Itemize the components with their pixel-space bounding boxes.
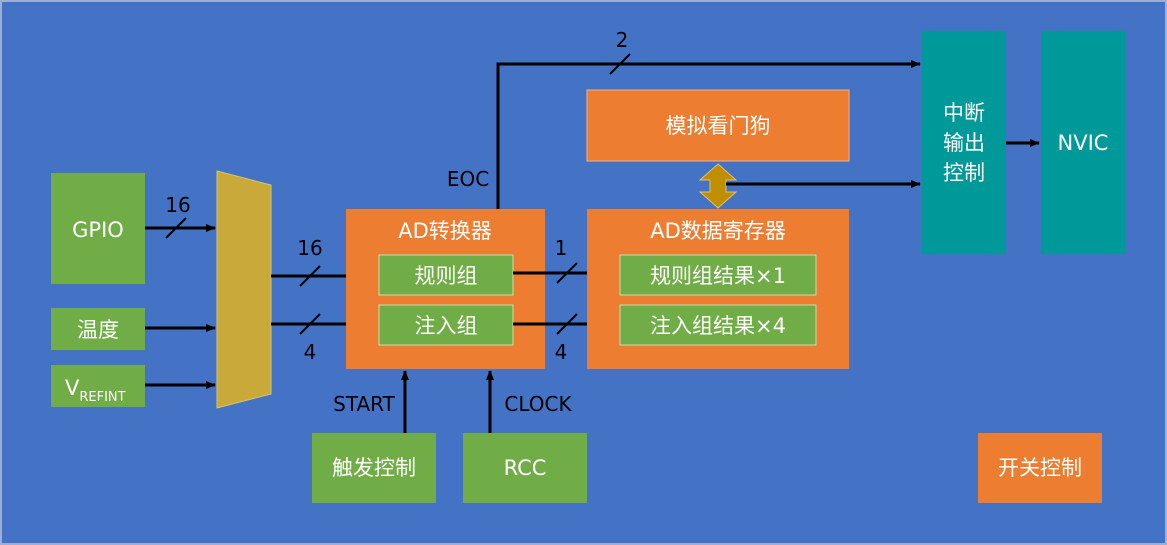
temperature-label: 温度	[77, 318, 119, 342]
regular-result-box	[619, 254, 817, 296]
injected-group-box	[378, 304, 514, 346]
regular-result-width: 1	[555, 236, 568, 260]
multiplexer	[216, 170, 272, 409]
analog-watchdog-label: 模拟看门狗	[666, 114, 771, 138]
interrupt-control-line3: 控制	[943, 161, 985, 185]
regular-result-label: 规则组结果×1	[650, 264, 786, 288]
gpio-box	[51, 173, 145, 284]
regular-group-box	[378, 254, 514, 296]
gpio-label: GPIO	[72, 218, 124, 242]
injected-group-label: 注入组	[415, 314, 478, 338]
eoc-width: 2	[616, 28, 629, 52]
rcc-label: RCC	[504, 456, 547, 480]
eoc-label: EOC	[447, 167, 489, 191]
bus-slash	[299, 313, 321, 335]
gpio-bus-width: 16	[165, 193, 190, 217]
bus-slash	[609, 53, 631, 75]
eoc-line	[496, 60, 921, 209]
injected-result-label: 注入组结果×4	[650, 314, 786, 338]
vrefint-box	[51, 365, 145, 407]
mux-injected-width: 4	[304, 340, 317, 364]
rcc-box	[463, 433, 587, 503]
switch-control-box	[978, 433, 1102, 503]
trigger-control-box	[312, 433, 436, 503]
interrupt-control-line1: 中断	[943, 101, 985, 125]
ad-data-register-title: AD数据寄存器	[650, 219, 786, 243]
vrefint-label: VREFINT	[65, 376, 126, 405]
bus-slash	[299, 265, 321, 287]
bus-slash	[556, 262, 578, 284]
start-label: START	[333, 392, 395, 416]
ad-converter-title: AD转换器	[398, 219, 492, 243]
interrupt-control-box	[922, 31, 1006, 254]
mux-regular-width: 16	[297, 236, 322, 260]
injected-result-width: 4	[555, 340, 568, 364]
temperature-box	[51, 308, 145, 350]
interrupt-control-line2: 输出	[943, 131, 985, 155]
bus-slash	[165, 217, 187, 239]
switch-control-label: 开关控制	[998, 456, 1082, 480]
injected-result-box	[619, 304, 817, 346]
clock-label: CLOCK	[504, 392, 572, 416]
nvic-box	[1041, 31, 1125, 254]
nvic-label: NVIC	[1058, 131, 1109, 155]
analog-watchdog-box	[586, 89, 850, 162]
bus-slash	[556, 313, 578, 335]
watchdog-register-double-arrow	[698, 163, 738, 209]
regular-group-label: 规则组	[415, 264, 478, 288]
trigger-control-label: 触发控制	[332, 456, 416, 480]
